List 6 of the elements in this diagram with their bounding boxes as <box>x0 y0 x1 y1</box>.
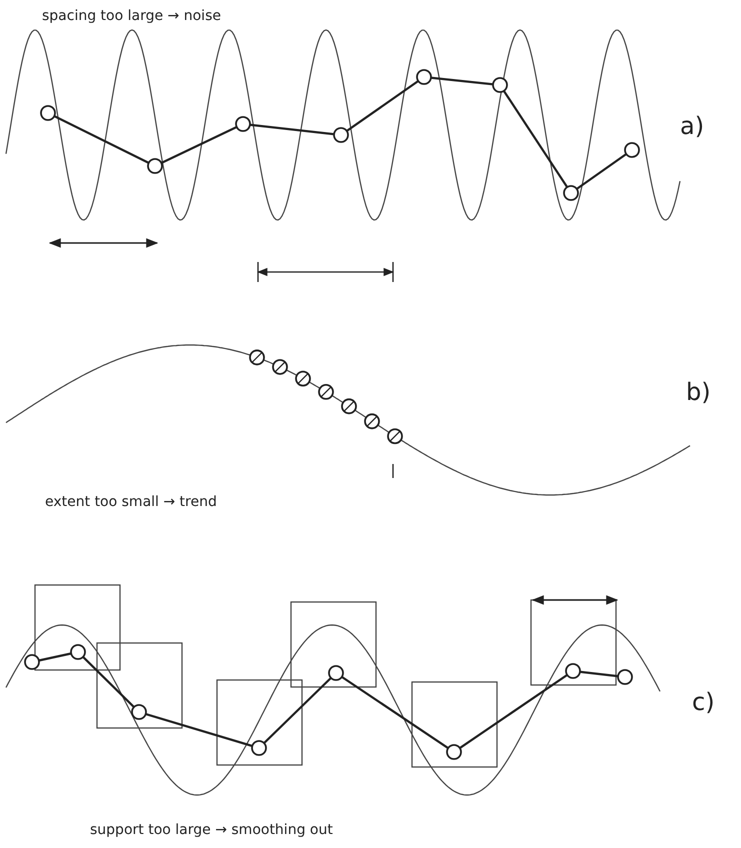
caption-text: support too large → smoothing out <box>90 822 333 838</box>
panel-label: c) <box>692 688 715 716</box>
panel-label: a) <box>680 112 704 140</box>
panel-label: b) <box>686 378 711 406</box>
caption-text: extent too small → trend <box>45 494 217 510</box>
caption-text: spacing too large → noise <box>42 8 221 24</box>
